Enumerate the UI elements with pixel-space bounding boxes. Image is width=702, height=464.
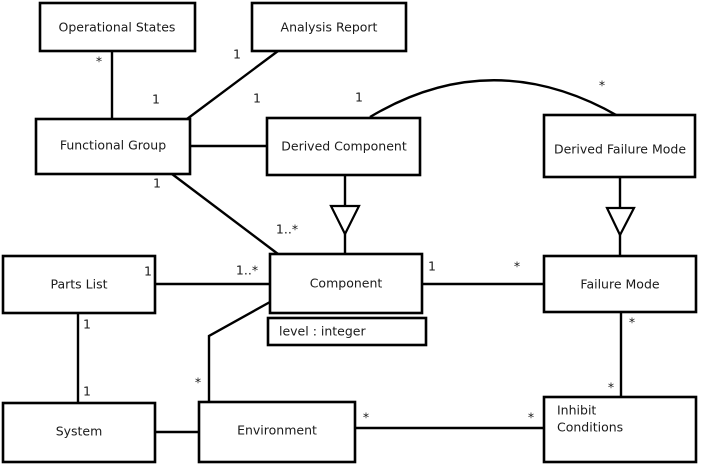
class-box-parts-list[interactable]: Parts List	[1, 254, 157, 315]
association-functional-group-component	[171, 173, 279, 255]
class-name-label-line2: Conditions	[557, 420, 623, 435]
class-box-environment[interactable]: Environment	[197, 400, 357, 464]
generalization-derived-failure-mode-failure-mode	[605, 177, 636, 256]
class-box-rect	[38, 1, 197, 53]
generalization-triangle-icon	[605, 206, 636, 238]
class-name-label: Derived Failure Mode	[554, 142, 686, 157]
multiplicity-label: 1	[153, 176, 161, 191]
class-box-rect	[250, 1, 408, 53]
class-box-system[interactable]: System	[1, 401, 157, 464]
class-box-operational-states[interactable]: Operational States	[38, 1, 197, 53]
assoc-arc	[369, 79, 619, 119]
multiplicity-labels: * 1 1 1 1 * 1 1..* 1 1..* 1 * 1 1 * * * …	[83, 47, 635, 425]
class-name-label: System	[56, 424, 103, 439]
class-box-derived-failure-mode[interactable]: Derived Failure Mode	[542, 113, 697, 179]
multiplicity-label: *	[608, 380, 614, 395]
class-name-label: Operational States	[59, 20, 176, 35]
class-box-analysis-report[interactable]: Analysis Report	[250, 1, 408, 53]
multiplicity-label: *	[599, 78, 605, 93]
class-name-label: Parts List	[50, 277, 107, 292]
multiplicity-label: 1	[152, 92, 160, 107]
multiplicity-label: *	[195, 375, 201, 390]
assoc-line	[171, 173, 279, 255]
multiplicity-label: 1..*	[276, 222, 298, 237]
class-box-component[interactable]: Component level : integer	[266, 252, 428, 347]
generalization-triangle-icon	[329, 204, 361, 237]
class-box-rect	[34, 117, 192, 176]
class-box-rect	[268, 252, 424, 315]
class-box-failure-mode[interactable]: Failure Mode	[542, 254, 698, 314]
multiplicity-label: 1..*	[236, 263, 258, 278]
generalization-derived-component-component	[329, 175, 361, 254]
association-analysis-report-functional-group	[186, 50, 279, 120]
class-box-rect	[1, 254, 157, 315]
class-attribute-label: level : integer	[279, 324, 366, 339]
multiplicity-label: 1	[253, 91, 261, 106]
multiplicity-label: *	[629, 315, 635, 330]
multiplicity-label: 1	[144, 264, 152, 279]
multiplicity-label: 1	[233, 47, 241, 62]
class-name-label: Failure Mode	[580, 277, 659, 292]
association-derived-component-derived-failure-mode	[369, 79, 619, 119]
multiplicity-label: 1	[428, 259, 436, 274]
class-name-label-line1: Inhibit	[557, 403, 596, 418]
class-box-rect	[265, 116, 422, 177]
class-box-rect	[542, 395, 698, 464]
class-name-label: Derived Component	[281, 139, 407, 154]
class-name-label: Component	[310, 276, 383, 291]
class-attributes-compartment	[266, 316, 428, 347]
association-component-environment	[207, 300, 271, 402]
class-box-rect	[542, 254, 698, 314]
multiplicity-label: 1	[355, 90, 363, 105]
class-box-functional-group[interactable]: Functional Group	[34, 117, 192, 176]
multiplicity-label: *	[514, 259, 520, 274]
class-box-rect	[542, 113, 697, 179]
multiplicity-label: *	[96, 54, 102, 69]
class-name-label: Analysis Report	[281, 20, 378, 35]
multiplicity-label: *	[528, 410, 534, 425]
class-name-label: Functional Group	[60, 138, 166, 153]
assoc-line	[186, 50, 279, 120]
class-box-derived-component[interactable]: Derived Component	[265, 116, 422, 177]
assoc-line	[207, 300, 271, 402]
multiplicity-label: 1	[83, 384, 91, 399]
class-name-label: Environment	[237, 423, 317, 438]
class-box-rect	[197, 400, 357, 464]
multiplicity-label: 1	[83, 317, 91, 332]
class-box-rect	[1, 401, 157, 464]
class-box-inhibit-conditions[interactable]: Inhibit Conditions	[542, 395, 698, 464]
multiplicity-label: *	[363, 410, 369, 425]
